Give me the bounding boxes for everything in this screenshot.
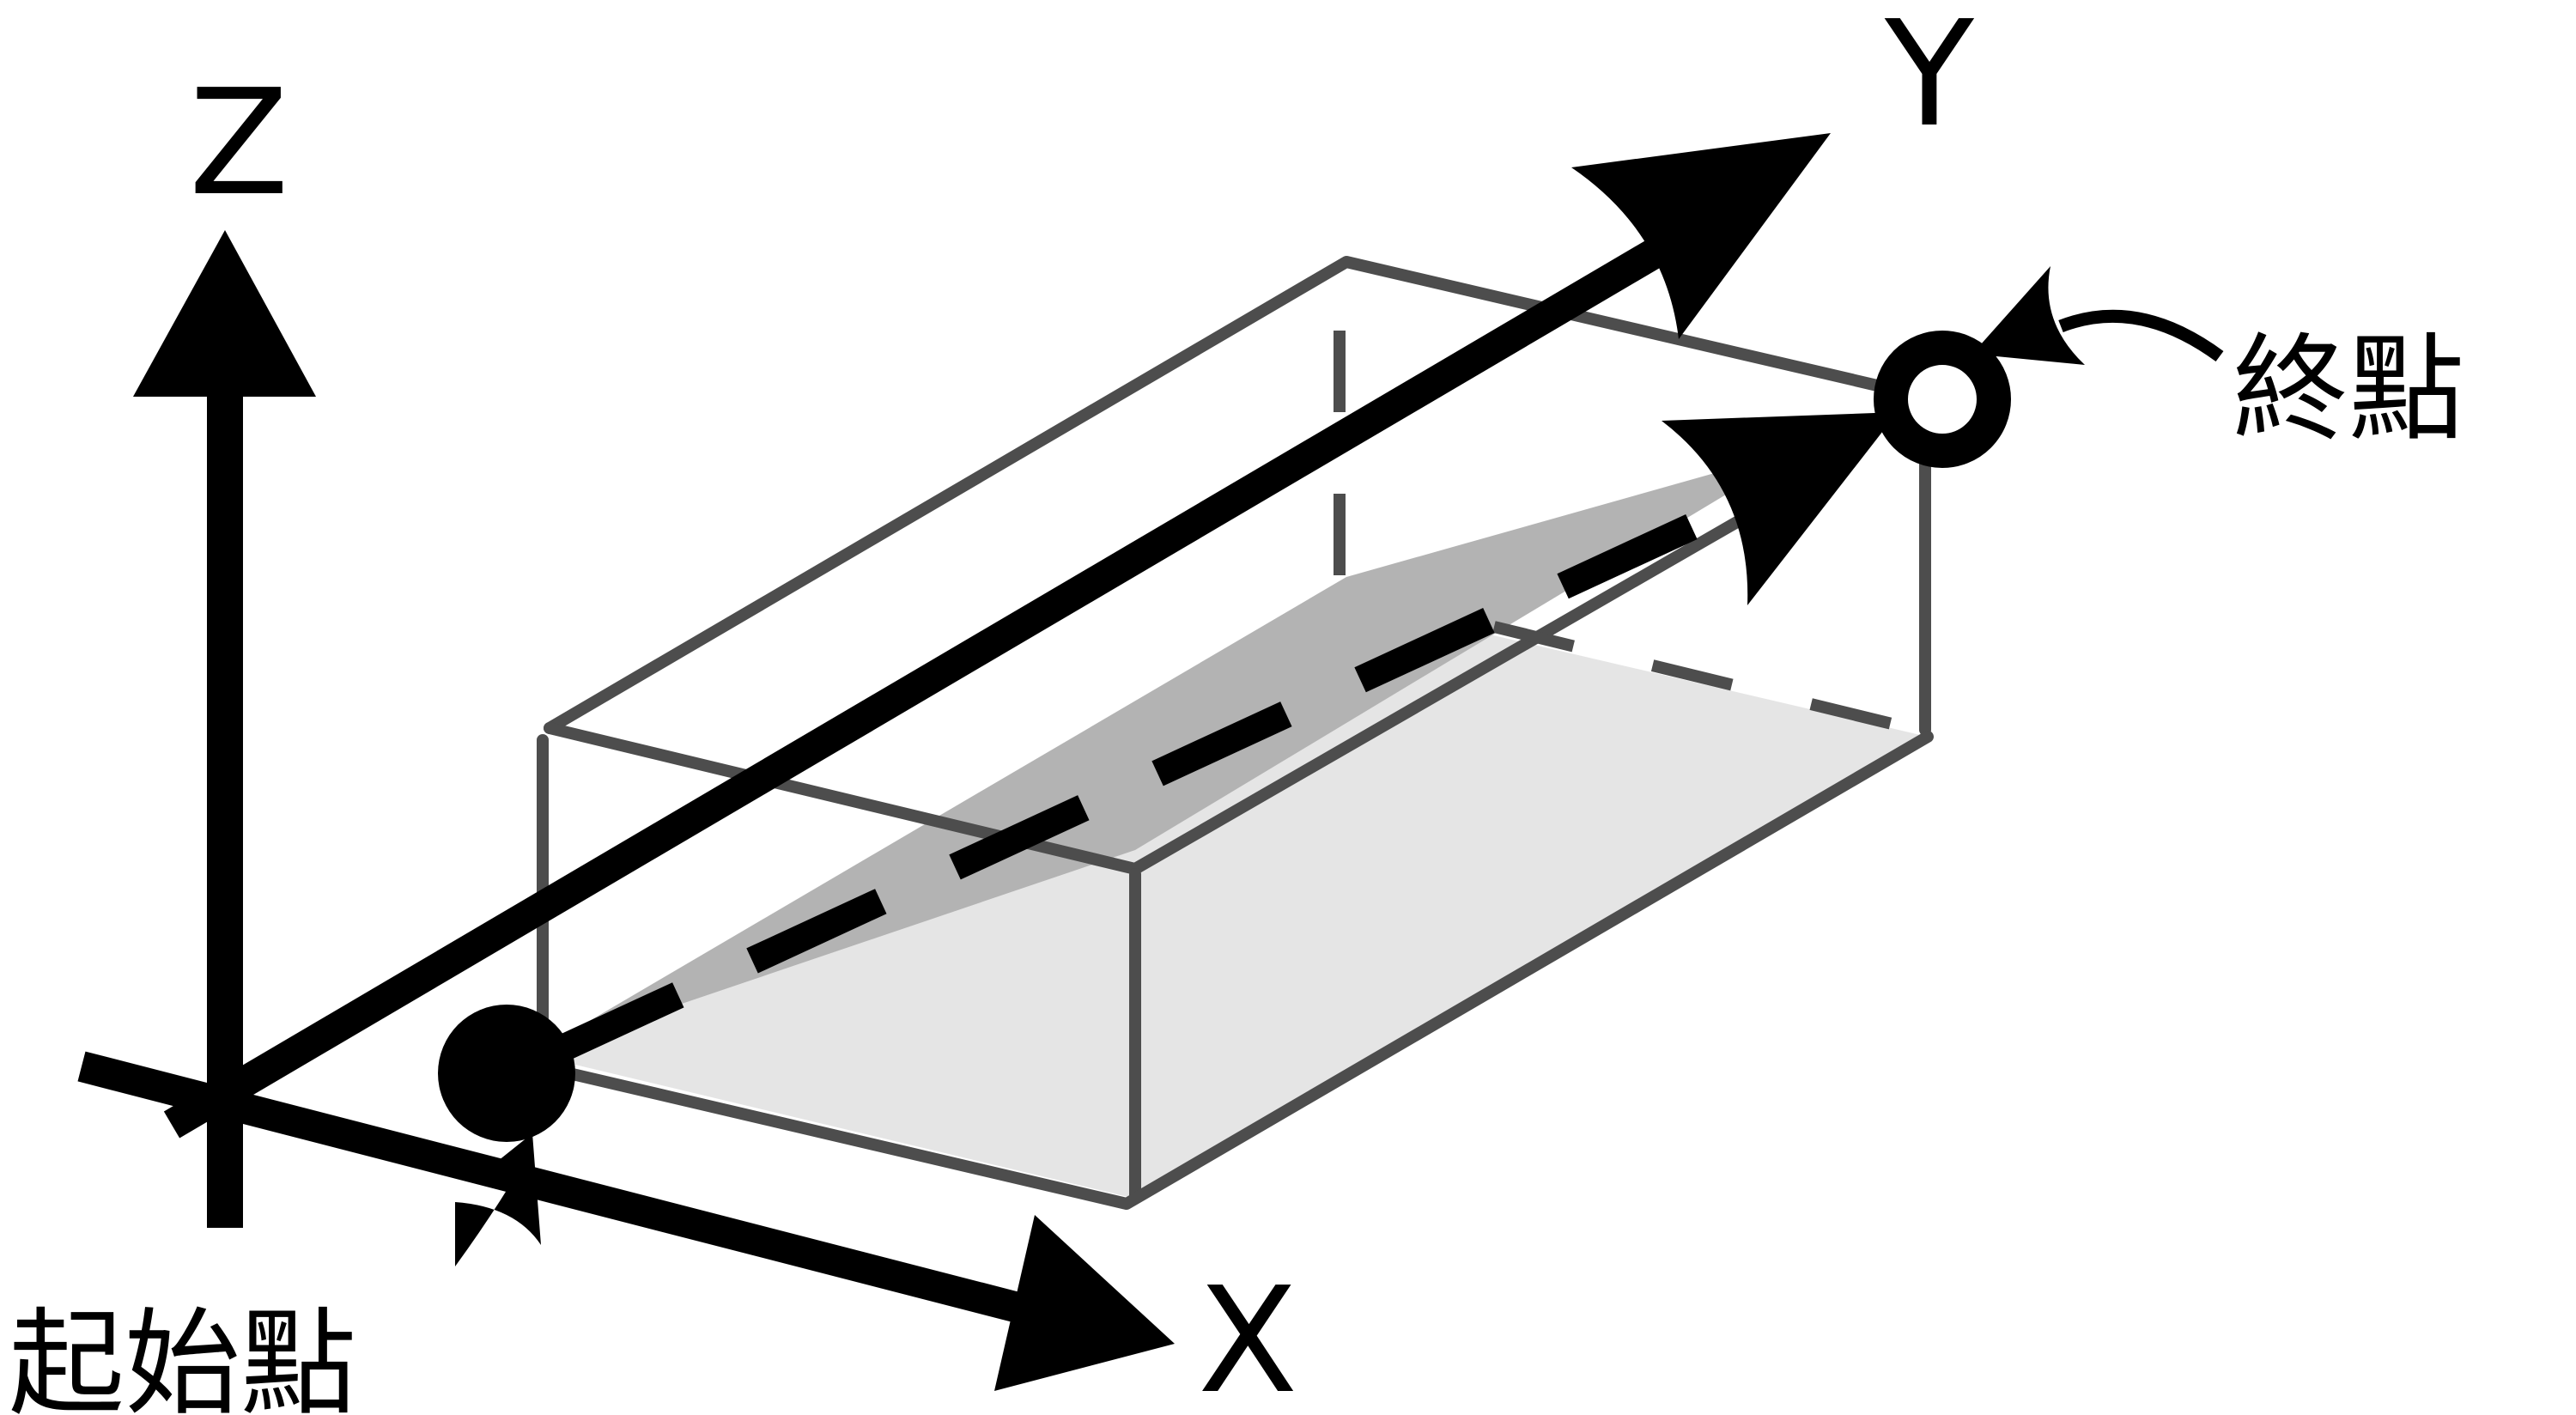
y-axis-label: Y bbox=[1884, 0, 1975, 160]
x-axis-line bbox=[77, 1051, 1039, 1327]
y-axis bbox=[163, 133, 1831, 1139]
x-axis bbox=[77, 1051, 1175, 1391]
start-point bbox=[438, 1005, 575, 1142]
y-axis-arrowhead bbox=[1571, 133, 1831, 339]
x-axis-label: X bbox=[1198, 1256, 1297, 1415]
diagonal-plane bbox=[532, 468, 1735, 1054]
z-axis-label: Z bbox=[189, 58, 289, 228]
box-bottom-face bbox=[532, 601, 1928, 1199]
box-bottom-edges bbox=[526, 731, 1934, 1210]
box-top-right-edge bbox=[1129, 513, 1747, 875]
end-point bbox=[1874, 331, 2011, 468]
start-callout-pointer bbox=[455, 1133, 541, 1266]
box-top-edges bbox=[544, 256, 1942, 734]
box-top-front-edge bbox=[544, 722, 1141, 875]
y-axis-line bbox=[163, 235, 1670, 1139]
end-point-marker bbox=[1874, 266, 2224, 468]
end-callout-line bbox=[2058, 309, 2224, 362]
start-point-label: 起始點 bbox=[9, 1297, 356, 1415]
x-axis-arrowhead bbox=[994, 1215, 1175, 1391]
hidden-edges bbox=[1334, 331, 1925, 738]
end-callout-pointer bbox=[1966, 266, 2085, 365]
path-arrowhead bbox=[1662, 412, 1898, 605]
z-axis-arrowhead bbox=[133, 230, 316, 397]
path-line bbox=[544, 412, 1898, 1067]
start-point-marker bbox=[438, 1005, 575, 1266]
hidden-bottom-back-edge bbox=[1492, 621, 1925, 738]
end-point-label: 終點 bbox=[2233, 322, 2464, 457]
